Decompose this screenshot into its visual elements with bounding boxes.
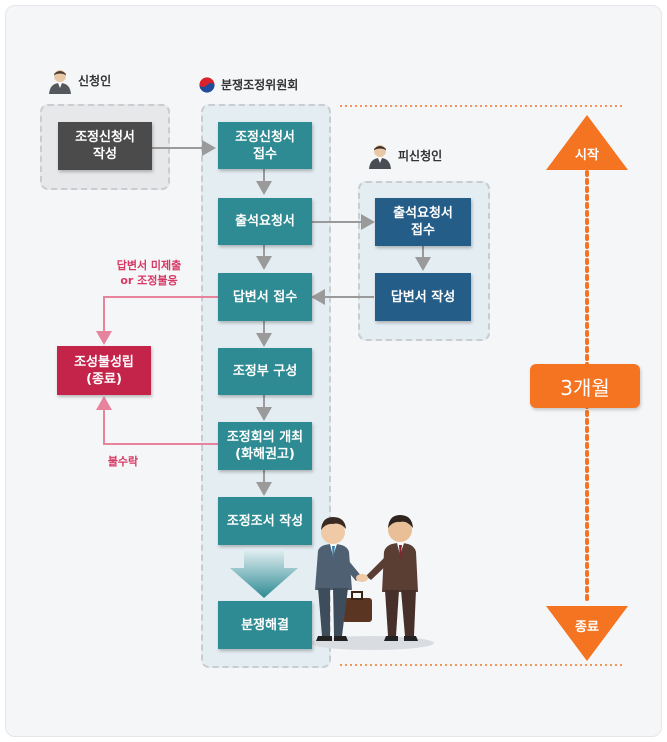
committee-header: 분쟁조정위원회 <box>198 76 298 94</box>
applicant-header: 신청인 <box>48 68 111 94</box>
step-apply-write: 조정신청서 작성 <box>58 122 152 170</box>
step-reply-write: 답변서 작성 <box>375 273 471 321</box>
timeline-duration-badge: 3개월 <box>530 364 640 408</box>
timeline-start-label: 시작 <box>575 148 599 163</box>
government-emblem-icon <box>198 76 216 94</box>
committee-label: 분쟁조정위원회 <box>221 78 299 92</box>
respondent-header: 피신청인 <box>368 143 442 169</box>
handshake-illustration <box>310 515 434 650</box>
respondent-label: 피신청인 <box>398 149 443 163</box>
timeline-end-triangle <box>546 606 628 661</box>
arrow-rejected-to-failed <box>96 396 218 445</box>
step-attend-request: 출석요청서 <box>218 198 312 245</box>
timeline-end-label: 종료 <box>575 620 599 635</box>
arrow-no-reply-to-failed <box>96 296 218 345</box>
step-mediation-doc: 조정조서 작성 <box>218 497 312 545</box>
big-down-arrow <box>230 548 298 598</box>
step-attend-receive: 출석요청서 접수 <box>375 198 471 246</box>
applicant-label: 신청인 <box>78 74 112 88</box>
person-icon <box>49 70 71 94</box>
person-icon <box>369 145 391 169</box>
step-apply-receive: 조정신청서 접수 <box>218 122 312 169</box>
timeline-start-triangle <box>546 115 628 170</box>
step-resolved: 분쟁해결 <box>218 601 312 649</box>
step-reply-receive: 답변서 접수 <box>218 273 312 321</box>
step-failed: 조성불성립 (종료) <box>57 346 151 395</box>
step-meeting: 조정회의 개최 (화해권고) <box>218 422 312 470</box>
step-panel-form: 조정부 구성 <box>218 348 312 395</box>
note-no-reply: 답변서 미제출 or 조정불응 <box>116 259 182 287</box>
note-rejected: 불수락 <box>107 455 139 468</box>
